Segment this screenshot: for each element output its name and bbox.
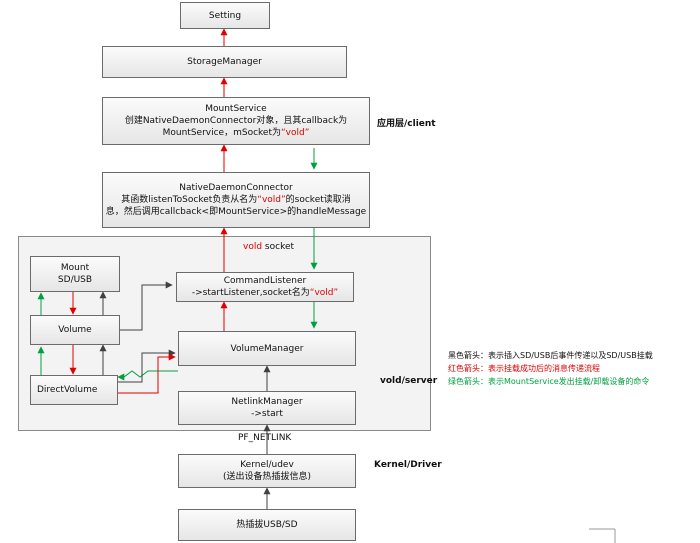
storage-manager-box: StorageManager xyxy=(102,46,347,78)
direct-volume-label: DirectVolume xyxy=(37,385,98,395)
netlink-manager-label-2: ->start xyxy=(251,409,283,419)
app-layer-label: 应用层/client xyxy=(377,119,436,129)
arrow-direct-to-vm-black xyxy=(118,349,176,383)
arrow-vm-to-direct-green xyxy=(117,370,178,381)
mount-service-box: MountService 创建NativeDaemonConnector对象，且… xyxy=(102,97,370,145)
volume-label: Volume xyxy=(58,325,92,335)
native-daemon-title: NativeDaemonConnector xyxy=(179,183,293,193)
vold-server-label: vold/server xyxy=(380,376,438,386)
volume-manager-box: VolumeManager xyxy=(178,331,356,366)
mount-service-desc-1: 创建NativeDaemonConnector对象，且其callback为 xyxy=(124,116,348,126)
native-daemon-desc-1: 其函数listenToSocket负责从名为“vold”的socket读取消 xyxy=(121,195,351,205)
volume-box: Volume xyxy=(30,315,120,345)
mount-sd-label-2: SD/USB xyxy=(57,275,93,285)
setting-box: Setting xyxy=(180,2,270,29)
mount-service-desc-2: MountService，mSocket为“vold” xyxy=(162,128,310,138)
command-listener-desc: ->startListener,socket名为“vold” xyxy=(191,288,339,298)
netlink-manager-box: NetlinkManager ->start xyxy=(178,391,356,425)
netlink-manager-label-1: NetlinkManager xyxy=(231,397,303,407)
mount-sd-label-1: Mount xyxy=(60,263,90,273)
hotplug-label: 热插拔USB/SD xyxy=(236,520,298,530)
kernel-driver-label: Kernel/Driver xyxy=(374,460,442,470)
mount-sd-usb-box: Mount SD/USB xyxy=(30,256,120,292)
hotplug-box: 热插拔USB/SD xyxy=(178,509,356,541)
arrow-volume-to-cmd xyxy=(120,281,173,331)
command-listener-title: CommandListener xyxy=(223,276,307,286)
vold-socket-label: vold socket xyxy=(243,242,295,252)
direct-volume-box: DirectVolume xyxy=(30,375,118,405)
kernel-udev-box: Kernel/udev (送出设备热插拔信息) xyxy=(178,454,356,488)
kernel-udev-label-1: Kernel/udev xyxy=(240,460,294,470)
setting-label: Setting xyxy=(208,10,242,21)
legend-black: 黑色箭头：表示插入SD/USB后事件传递以及SD/USB挂载 xyxy=(448,351,653,360)
command-listener-box: CommandListener ->startListener,socket名为… xyxy=(176,272,354,302)
arrow-direct-to-vm-red xyxy=(118,353,176,394)
legend-red: 红色箭头：表示挂载成功后的消息传递流程 xyxy=(448,364,600,373)
kernel-udev-label-2: (送出设备热插拔信息) xyxy=(222,472,312,482)
legend-green: 绿色箭头：表示MountService发出挂载/卸载设备的命令 xyxy=(448,377,650,386)
mount-service-title: MountService xyxy=(205,104,267,114)
volume-manager-label: VolumeManager xyxy=(230,343,304,354)
native-daemon-connector-box: NativeDaemonConnector 其函数listenToSocket负… xyxy=(102,172,370,228)
pf-netlink-label: PF_NETLINK xyxy=(238,433,292,443)
legend: 黑色箭头：表示插入SD/USB后事件传递以及SD/USB挂载 红色箭头：表示挂载… xyxy=(448,349,653,388)
native-daemon-desc-2: 息，然后调用callcback<即MountService>的handleMes… xyxy=(105,207,367,217)
storage-manager-label: StorageManager xyxy=(187,57,262,67)
